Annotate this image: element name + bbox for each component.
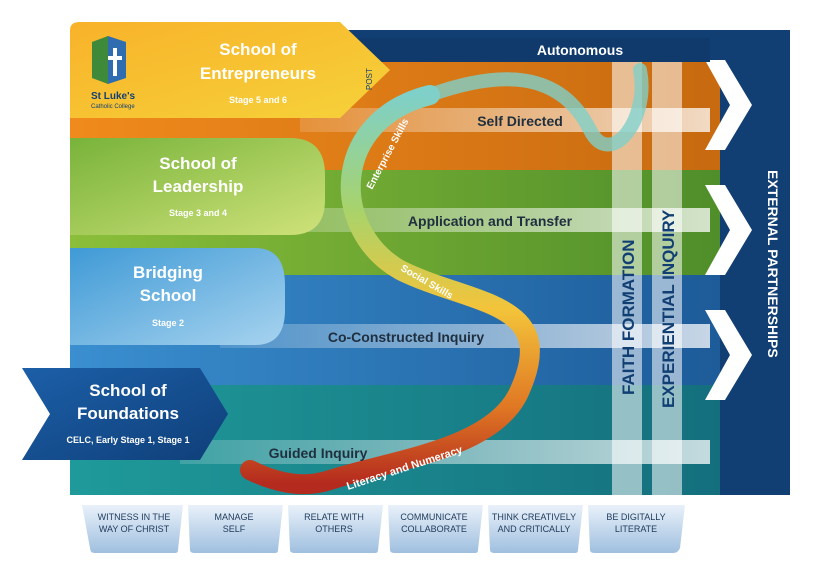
foundations-title-2: Foundations (77, 404, 179, 423)
foundations-stage: CELC, Early Stage 1, Stage 1 (66, 435, 189, 445)
logo-name: St Luke's (91, 91, 135, 102)
entrepreneurs-shape (70, 22, 390, 118)
capability-2-line2: SELF (223, 524, 246, 534)
foundations-title-1: School of (89, 381, 167, 400)
bridging-stage: Stage 2 (152, 318, 184, 328)
foundations-shape (22, 368, 228, 460)
post-label: POST (365, 68, 374, 90)
faith-formation-label: FAITH FORMATION (619, 240, 638, 396)
level-application: Application and Transfer (408, 213, 573, 229)
cross-icon (108, 48, 122, 76)
college-logo (92, 36, 126, 84)
skills-path-tail (423, 63, 649, 152)
bridging-shape (70, 248, 285, 345)
level-co-constructed: Co-Constructed Inquiry (328, 329, 485, 345)
capability-4-line2: COLLABORATE (401, 524, 467, 534)
capability-5-line2: AND CRITICALLY (498, 524, 571, 534)
leadership-title-2: Leadership (153, 177, 244, 196)
capability-3-line2: OTHERS (315, 524, 353, 534)
entrepreneurs-title-1: School of (219, 40, 297, 59)
capability-bar (82, 505, 685, 553)
logo-shield-icon (92, 36, 108, 84)
capability-tab (82, 505, 183, 553)
leadership-stage: Stage 3 and 4 (169, 208, 227, 218)
level-guided: Guided Inquiry (269, 445, 368, 461)
external-partnerships-label: EXTERNAL PARTNERSHIPS (765, 170, 781, 358)
capability-tab (288, 505, 383, 553)
capability-tab (488, 505, 583, 553)
column-experiential-inquiry (652, 62, 682, 495)
chevron-arrows (705, 60, 752, 400)
leadership-title-1: School of (159, 154, 237, 173)
capability-tab (588, 505, 685, 553)
capability-3-line1: RELATE WITH (304, 512, 364, 522)
skills-path (240, 85, 540, 495)
capability-tab (388, 505, 483, 553)
level-self-directed: Self Directed (477, 113, 563, 129)
experiential-inquiry-label: EXPERIENTIAL INQUIRY (659, 209, 678, 408)
bridging-title-2: School (140, 286, 197, 305)
leadership-shape (70, 138, 325, 235)
entrepreneurs-title-2: Entrepreneurs (200, 64, 316, 83)
capability-4-line1: COMMUNICATE (400, 512, 467, 522)
capability-5-line1: THINK CREATIVELY (492, 512, 576, 522)
capability-6-line2: LITERATE (615, 524, 657, 534)
capability-tab (188, 505, 283, 553)
entrepreneurs-stage: Stage 5 and 6 (229, 95, 287, 105)
capability-1-line2: WAY OF CHRIST (99, 524, 170, 534)
capability-6-line1: BE DIGITALLY (606, 512, 665, 522)
level-autonomous: Autonomous (537, 42, 624, 58)
capability-1-line1: WITNESS IN THE (98, 512, 171, 522)
logo-subtitle: Catholic College (91, 104, 135, 110)
bridging-title-1: Bridging (133, 263, 203, 282)
capability-2-line1: MANAGE (214, 512, 253, 522)
